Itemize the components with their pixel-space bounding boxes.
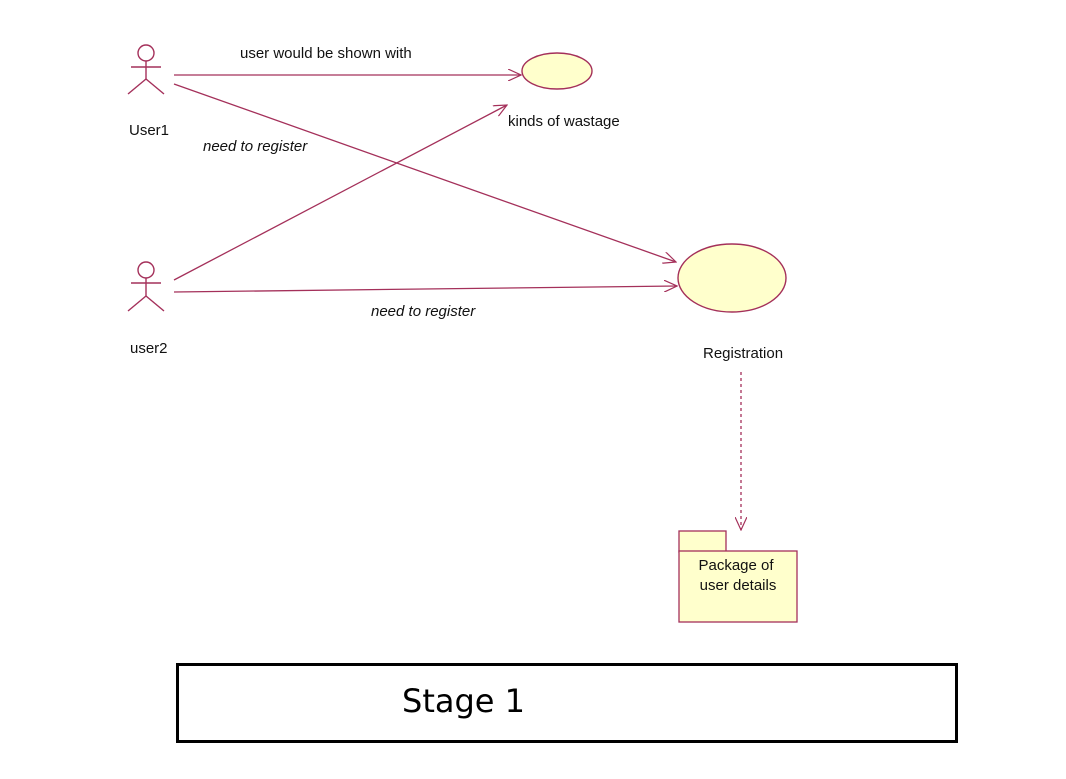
actor-label-user1: User1 [129, 122, 169, 139]
actor-user2 [127, 261, 165, 312]
association-label-shown-with: user would be shown with [240, 45, 412, 62]
package-label-line1: Package of [698, 557, 774, 574]
use-case-registration [677, 243, 787, 313]
stage-caption-box: Stage 1 [176, 663, 958, 743]
association-label-need-register-1: need to register [203, 138, 308, 155]
use-case-label-kinds: kinds of wastage [508, 113, 620, 130]
stage-caption: Stage 1 [402, 682, 525, 720]
association-user1-registration [173, 83, 676, 262]
association-label-need-register-2: need to register [371, 303, 476, 320]
use-case-label-registration: Registration [703, 345, 783, 362]
association-user2-kinds [173, 105, 507, 281]
package-label-line2: user details [700, 577, 777, 594]
package-user-details: Package of user details [678, 530, 798, 623]
association-user2-registration [173, 286, 677, 293]
actor-user1 [127, 44, 165, 95]
use-case-kinds-of-wastage [521, 52, 593, 90]
actor-label-user2: user2 [130, 340, 168, 357]
